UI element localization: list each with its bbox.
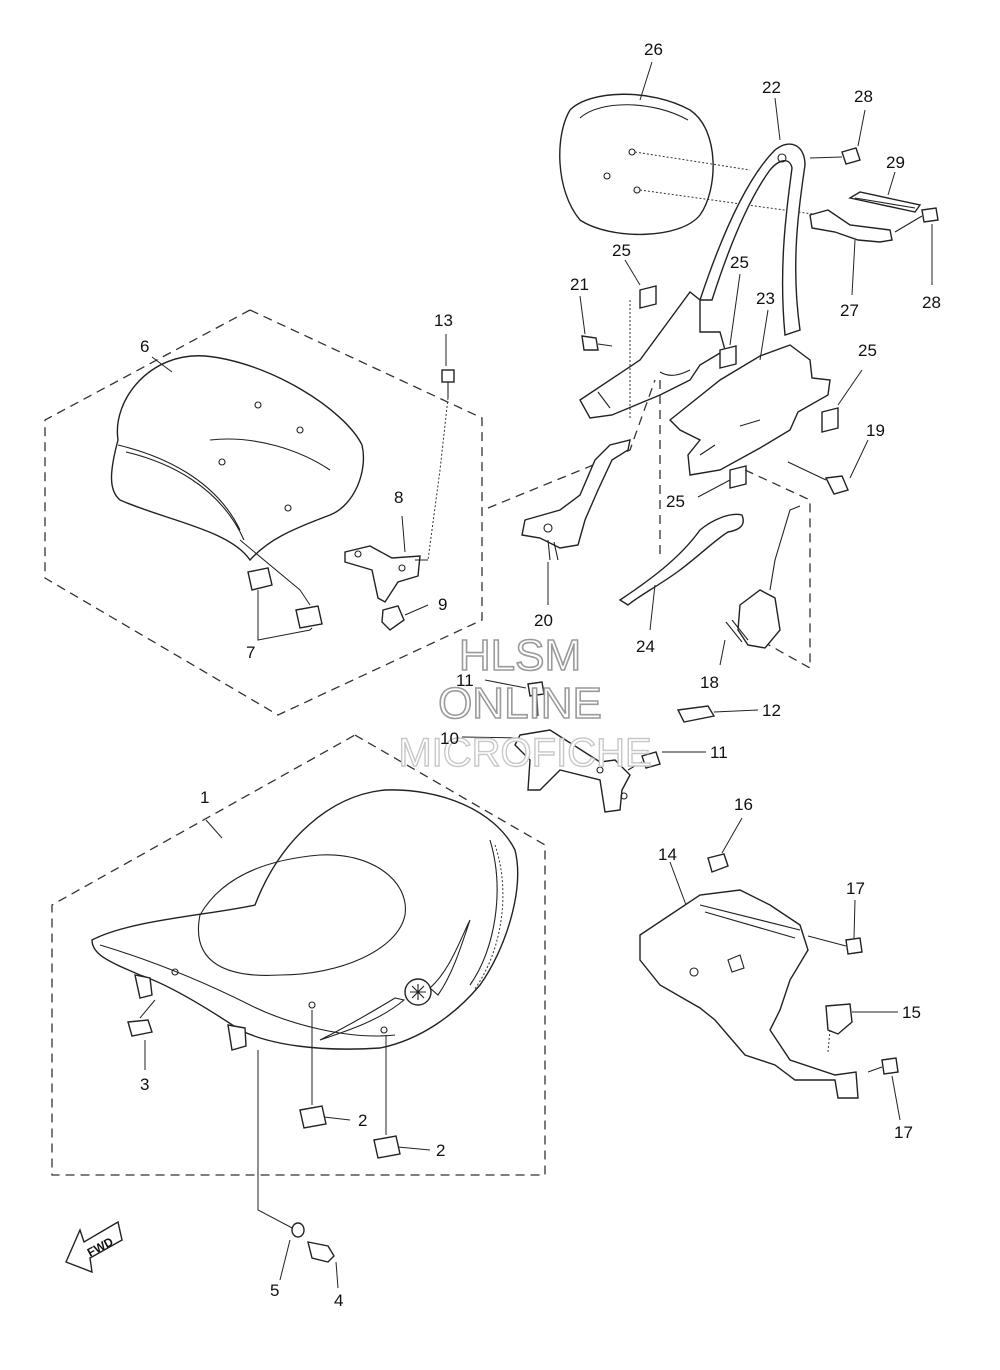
rear-seat-bracket [344,545,421,603]
callout-13: 13 [434,311,453,330]
callout-19: 19 [866,421,885,440]
clip [821,407,839,433]
callout-8: 8 [394,488,403,507]
clip [729,465,747,489]
watermark-line-1: HLSM [459,631,581,680]
rear-seat-group [44,309,483,716]
seat-latch [521,439,631,549]
seat-washer [127,1019,153,1037]
callout-3: 3 [140,1075,149,1094]
callout-12: 12 [762,701,781,720]
callout-5: 5 [270,1281,279,1300]
callout-6: 6 [140,337,149,356]
front-seat-group [51,734,546,1289]
callout-2: 2 [436,1141,445,1160]
bolt [881,1057,899,1075]
callout-11: 11 [456,671,474,690]
callout-25: 25 [858,341,877,360]
backrest-group [487,61,939,670]
plug [825,1003,853,1035]
callout-28: 28 [854,87,873,106]
callouts: 1 2 2 3 4 5 6 7 8 9 10 11 11 12 13 14 15… [140,40,941,1310]
rear-seat [110,355,365,562]
callout-22: 22 [762,78,781,97]
bolt [921,207,939,223]
callout-16: 16 [734,795,753,814]
forward-arrow-icon: FWD [65,1220,123,1274]
seat-latch-rear [737,589,781,649]
callout-24: 24 [636,637,655,656]
side-cover [639,889,859,1099]
backrest-side-plate-right [668,344,831,476]
callout-26: 26 [644,40,663,59]
center-bracket-group [461,679,759,813]
callout-20: 20 [534,611,553,630]
callout-10: 10 [440,729,459,748]
callout-17: 17 [894,1123,913,1142]
callout-18: 18 [700,673,719,692]
watermark-line-3: MICROFICHE [398,731,651,775]
clip [639,285,657,309]
watermark: HLSM ONLINE MICROFICHE [398,630,653,776]
callout-25: 25 [730,253,749,272]
grommet [707,853,729,873]
front-seat [91,789,519,1050]
rear-seat-damper [247,567,273,591]
callout-21: 21 [570,275,589,294]
backrest-trim [848,191,922,213]
callout-15: 15 [902,1003,921,1022]
front-seat-damper [299,1105,327,1129]
bolt [527,681,545,697]
callout-4: 4 [334,1291,343,1310]
callout-1: 1 [200,788,209,807]
watermark-line-2: ONLINE [438,679,602,728]
release-lever [618,513,744,606]
clip [719,345,737,369]
callout-9: 9 [438,595,447,614]
callout-25: 25 [666,492,685,511]
bolt [641,751,661,769]
callout-27: 27 [840,301,859,320]
bolt [841,147,861,165]
bolt [845,937,863,955]
callout-7: 7 [246,643,255,662]
bolt [824,475,849,495]
front-seat-damper [373,1135,401,1159]
callout-2: 2 [358,1111,367,1130]
backrest-pad [559,93,714,236]
callout-17: 17 [846,879,865,898]
callout-11: 11 [710,743,728,762]
washer [291,1222,305,1238]
bolt [307,1241,335,1263]
rear-seat-nut [381,605,405,631]
callout-23: 23 [756,289,775,308]
rear-seat-damper [295,605,323,629]
backrest-frame [699,143,806,336]
callout-25: 25 [612,241,631,260]
callout-29: 29 [886,153,905,172]
callout-28: 28 [922,293,941,312]
backrest-clamp [809,209,893,243]
bolt [581,335,599,351]
rubber-pad [676,705,716,723]
seat-bracket [514,729,631,813]
side-cover-group [639,817,901,1121]
callout-14: 14 [658,845,677,864]
